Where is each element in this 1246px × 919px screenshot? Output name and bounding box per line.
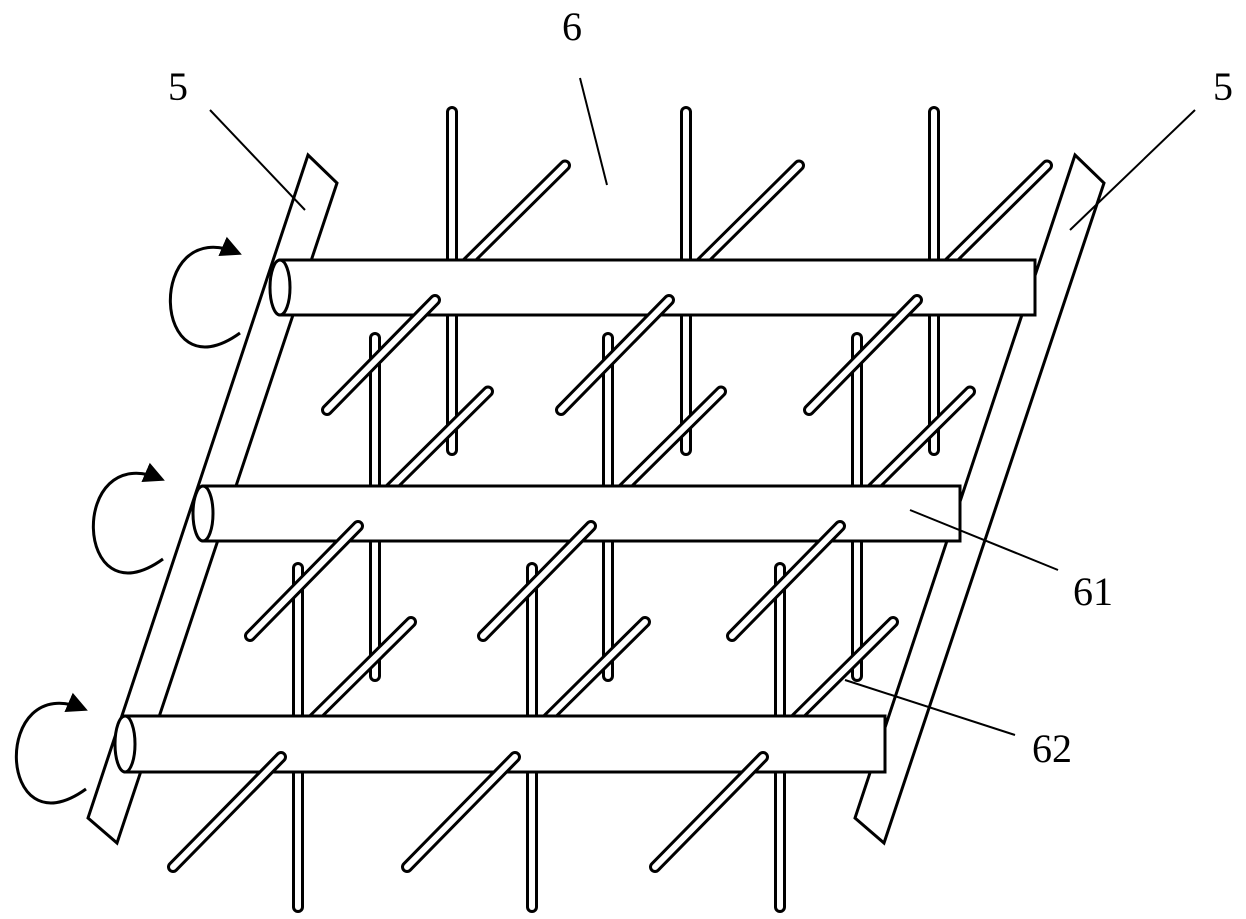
label-rod: 62 (1032, 726, 1072, 771)
rod-diagonal-front-r1-c1 (321, 294, 441, 416)
rod-diagonal-back-r1-c3 (938, 159, 1053, 274)
frame-plate-right (853, 152, 1106, 846)
leader-line-shaft (909, 509, 1059, 571)
rod-diagonal-back-r3-c1 (302, 616, 417, 730)
leader-line-rod (844, 679, 1016, 736)
rod-diagonal-front-r3-c1 (167, 751, 287, 873)
label-frame-left: 5 (168, 64, 188, 109)
rod-diagonal-front-r3-c2 (401, 751, 521, 873)
rotation-arrow-icon (14, 692, 88, 805)
label-frame-right: 5 (1213, 64, 1233, 109)
front-rods-layer (167, 294, 923, 873)
rod-diagonal-front-r2-c2 (477, 520, 597, 642)
rod-diagonal-back-r1-c1 (456, 159, 571, 274)
leader-line-frame-left (209, 109, 306, 211)
label-assembly: 6 (562, 4, 582, 49)
rotation-arrow-icon (168, 236, 242, 349)
rod-diagonal-back-r2-c1 (379, 385, 494, 500)
rod-diagonal-front-r2-c3 (726, 520, 846, 642)
rod-diagonal-front-r3-c3 (649, 751, 769, 873)
shaft-row-1 (268, 258, 1037, 317)
rod-diagonal-back-r1-c2 (690, 159, 805, 274)
rod-diagonal-front-r1-c3 (803, 294, 923, 416)
leader-line-assembly (579, 77, 608, 186)
rod-diagonal-back-r2-c3 (861, 385, 976, 500)
rotation-arrows-layer (14, 236, 242, 805)
rod-diagonal-front-r1-c2 (555, 294, 675, 416)
rod-diagonal-back-r3-c2 (536, 616, 651, 730)
rotation-arrow-icon (91, 462, 165, 575)
rod-diagonal-back-r3-c3 (784, 616, 899, 730)
shaft-row-3 (113, 714, 887, 774)
rod-diagonal-back-r2-c2 (612, 385, 727, 500)
label-shaft: 61 (1073, 569, 1113, 614)
leader-line-frame-right (1069, 109, 1196, 231)
rod-diagonal-front-r2-c1 (244, 520, 364, 642)
